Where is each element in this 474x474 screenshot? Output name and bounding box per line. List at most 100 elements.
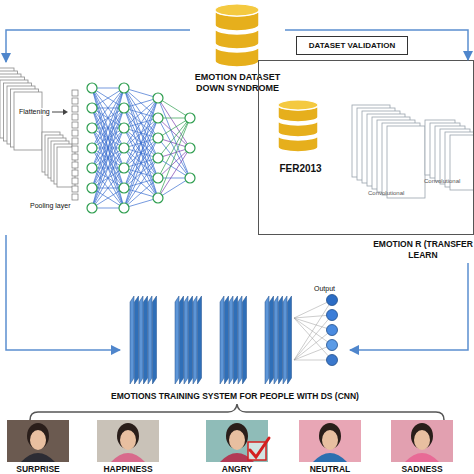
nn-neuron xyxy=(87,183,97,193)
photo-frame xyxy=(7,420,69,462)
photo-face xyxy=(30,430,46,450)
flatten-cell xyxy=(72,170,78,176)
cnn-illustration: FlatteningPooling layer xyxy=(0,62,200,235)
transfer-learning-box: EMOTION R (TRANSFER LEARNFER2013 xyxy=(258,60,474,235)
cnn-slab xyxy=(279,296,283,384)
nn-neuron xyxy=(87,203,97,213)
database-top xyxy=(278,100,318,110)
output-neuron xyxy=(327,325,338,336)
nn-link xyxy=(92,148,124,208)
node-text: ANGRY xyxy=(199,464,275,474)
photo-shirt xyxy=(21,453,55,462)
flatten-cell xyxy=(72,154,78,160)
photo-face xyxy=(414,430,430,450)
fer-dataset: FER2013 xyxy=(268,98,333,174)
nn-link xyxy=(124,88,158,198)
nn-neuron xyxy=(153,173,163,183)
node-text: SADNESS xyxy=(384,464,460,474)
node-text: DATASET VALIDATION xyxy=(297,37,407,54)
photo-frame xyxy=(299,420,361,462)
cnn-slab xyxy=(130,296,134,384)
node-text: EMOTION R (TRANSFER LEARN xyxy=(373,239,473,261)
layer-label: Convolutional xyxy=(424,178,460,184)
nn-link xyxy=(124,98,158,148)
nn-neuron xyxy=(87,83,97,93)
node-text: HAPPINESS xyxy=(90,464,166,474)
photo-hair xyxy=(226,423,248,449)
photo-face xyxy=(322,430,338,450)
nn-neuron xyxy=(119,163,129,173)
photo-hair xyxy=(117,423,139,449)
cnn-slab xyxy=(274,296,278,384)
cnn-slab xyxy=(135,296,139,384)
face-photos xyxy=(7,420,453,462)
cnn-slab xyxy=(193,296,197,384)
nn-link xyxy=(124,118,158,208)
cnn-slab xyxy=(225,296,229,384)
output-neuron xyxy=(327,310,338,321)
nn-neuron xyxy=(119,203,129,213)
cnn-slab xyxy=(265,296,269,384)
node-text: SURPRISE xyxy=(0,464,76,474)
nn-link xyxy=(124,88,158,138)
emotion-photo: NEUTRAL xyxy=(292,418,368,474)
cnn-slab xyxy=(283,296,287,384)
nn-link xyxy=(92,188,124,208)
connector-arrow xyxy=(6,235,120,350)
nn-neuron xyxy=(87,103,97,113)
flatten-cell xyxy=(72,178,78,184)
neural-network xyxy=(87,83,195,213)
cnn-slab xyxy=(243,296,247,384)
photo-shirt xyxy=(405,453,439,462)
cnn-slab xyxy=(270,296,274,384)
nn-link xyxy=(124,98,158,208)
output-neuron xyxy=(327,355,338,366)
nn-neuron xyxy=(87,143,97,153)
feature-maps xyxy=(0,68,474,200)
flatten-cell xyxy=(72,146,78,152)
photo-hair xyxy=(27,423,49,449)
nn-neuron xyxy=(185,173,195,183)
training-cnn: OutputEMOTIONS TRAINING SYSTEM FOR PEOPL… xyxy=(120,285,350,385)
nn-link xyxy=(158,98,190,118)
feature-map xyxy=(387,126,425,198)
cnn-slab xyxy=(139,296,143,384)
cnn-slab xyxy=(180,296,184,384)
nn-link xyxy=(92,108,124,208)
flatten-cell xyxy=(72,186,78,192)
nn-neuron xyxy=(153,93,163,103)
node-text: FER2013 xyxy=(268,163,333,174)
photo-frame xyxy=(97,420,159,462)
cnn-slab xyxy=(189,296,193,384)
dataset-node: EMOTION DATASET DOWN SYNDROME xyxy=(190,2,285,94)
nn-link xyxy=(124,88,158,178)
nn-link xyxy=(92,108,124,208)
layer-label: Convolutional xyxy=(368,190,404,196)
photo-face xyxy=(229,430,245,450)
photo-frame xyxy=(391,420,453,462)
node-text: EMOTIONS TRAINING SYSTEM FOR PEOPLE WITH… xyxy=(75,391,395,401)
flatten-arrow-head xyxy=(63,109,68,115)
output-neuron xyxy=(327,295,338,306)
nn-neuron xyxy=(153,193,163,203)
output-link xyxy=(294,315,332,360)
photo-shirt xyxy=(111,453,145,462)
flatten-cell xyxy=(72,138,78,144)
nn-neuron xyxy=(185,113,195,123)
photo-hair xyxy=(411,423,433,449)
connector-arrow xyxy=(6,30,190,62)
photo-frame xyxy=(206,420,268,462)
flatten-cell xyxy=(72,130,78,136)
emotion-photo: SADNESS xyxy=(384,418,460,474)
nn-neuron xyxy=(119,183,129,193)
output-link xyxy=(294,318,332,360)
flatten-cell xyxy=(72,122,78,128)
connector-arrow xyxy=(285,30,468,60)
nn-neuron xyxy=(119,103,129,113)
flatten-cell xyxy=(72,194,78,200)
cnn-slab xyxy=(148,296,152,384)
nn-link xyxy=(124,178,158,208)
flatten-cell xyxy=(72,90,78,96)
